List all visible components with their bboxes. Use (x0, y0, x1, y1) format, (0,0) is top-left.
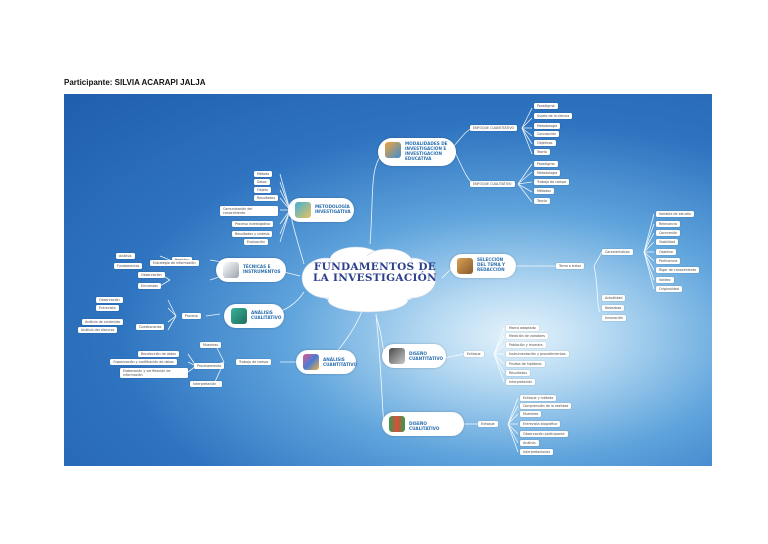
analisis-cual-item[interactable]: Análisis del discurso (78, 327, 118, 333)
people-icon (385, 142, 401, 158)
diseno-cual-item[interactable]: Análisis (520, 440, 539, 446)
metodologia-item[interactable]: Método (254, 171, 273, 177)
metodologia-item[interactable]: Evaluación (244, 239, 268, 245)
diseno-cuant-item[interactable]: Instrumentación y procedimientos (506, 351, 569, 357)
tema-item[interactable]: Relevancia (656, 221, 680, 227)
branch-diseno-cuantitativo[interactable]: DISEÑO CUANTITATIVO (382, 344, 446, 368)
cualitativo-item[interactable]: Metodología (534, 170, 561, 176)
branch-analisis-cualitativo[interactable]: ANÁLISIS CUALITATIVO (224, 304, 284, 328)
central-cloud (296, 244, 442, 314)
metodologia-item[interactable]: Datos (254, 179, 270, 185)
metodologia-item[interactable]: Comunicación del conocimiento (220, 206, 278, 217)
tema-item[interactable]: Pertinencia (656, 258, 681, 264)
label-enfoque-cuant[interactable]: Enfoque (464, 351, 484, 357)
cuantitativo-item[interactable]: Paradigma (534, 103, 558, 109)
cuantitativo-item[interactable]: Teoría (534, 149, 550, 155)
analisis-cual-item[interactable]: Entrevista (96, 305, 119, 311)
branch-metodologia[interactable]: METODOLOGÍA INVESTIGATIVA (288, 198, 354, 222)
label-muestras[interactable]: Muestras (200, 342, 222, 348)
metodologia-item[interactable]: Proceso investigativo (232, 221, 274, 227)
book-icon (457, 258, 473, 274)
participant-label: Participante: SILVIA ACARAPI JALJA (64, 78, 206, 87)
branch-tecnicas-label: TÉCNICAS E INSTRUMENTOS (243, 264, 281, 274)
tema-item[interactable]: Variable de estudio (656, 211, 694, 217)
analisis-cuant-item[interactable]: Interpretación (190, 381, 220, 387)
gears-icon (295, 202, 311, 218)
branch-diseno-cualitativo[interactable]: DISEÑO CUALITATIVO (382, 412, 464, 436)
group-icon (389, 416, 405, 432)
branch-seleccion[interactable]: SELECCIÓN DEL TEMA Y REDACCIÓN (450, 254, 516, 278)
cualitativo-item[interactable]: Métodos (534, 188, 555, 194)
central-title: FUNDAMENTOS DE LA INVESTIGACIÓN (312, 261, 438, 284)
analisis-cuant-item[interactable]: Recolección de datos (138, 351, 179, 357)
diseno-cual-item[interactable]: Muestreo (520, 411, 542, 417)
tema-item[interactable]: Rigor de conocimiento (656, 267, 700, 273)
cualitativo-item[interactable]: Paradigma (534, 161, 558, 167)
branch-tecnicas[interactable]: TÉCNICAS E INSTRUMENTOS (216, 258, 286, 282)
notebook-icon (389, 348, 405, 364)
cuantitativo-item[interactable]: Metodología (534, 123, 561, 129)
tecnicas-item[interactable]: Cuestionarios (136, 324, 165, 330)
analisis-cuant-item[interactable]: Elaboración y verificación de informació… (120, 368, 188, 379)
diseno-cuant-item[interactable]: Interpretación (506, 379, 536, 385)
tema-item[interactable]: Concreción (656, 230, 681, 236)
branch-analisis-cual-label: ANÁLISIS CUALITATIVO (251, 310, 282, 320)
diseno-cuant-item[interactable]: Marco adaptado (506, 325, 539, 331)
tools-icon (223, 262, 239, 278)
branch-seleccion-label: SELECCIÓN DEL TEMA Y REDACCIÓN (477, 257, 506, 272)
analisis-cual-item[interactable]: Análisis de contenido (82, 319, 124, 325)
tema-extra-item[interactable]: Actualidad (602, 295, 626, 301)
branch-metodologia-label: METODOLOGÍA INVESTIGATIVA (315, 204, 351, 214)
cuantitativo-item[interactable]: Concepción (534, 131, 560, 137)
analisis-cuant-item[interactable]: Organización y codificación de datos (110, 359, 177, 365)
tema-extra-item[interactable]: Novedoso (602, 305, 625, 311)
metodologia-item[interactable]: Objeto (254, 187, 271, 193)
analisis-cual-item[interactable]: Observación (96, 297, 123, 303)
mind-map: FUNDAMENTOS DE LA INVESTIGACIÓN MODALIDA… (64, 94, 712, 466)
label-enfoque-cualitativo[interactable]: ENFOQUE CUALITATIVO (470, 181, 515, 187)
branch-diseno-cual-label: DISEÑO CUALITATIVO (409, 421, 440, 431)
diseno-cuant-item[interactable]: Población y muestra (506, 342, 546, 348)
tecnicas-item[interactable]: Estrategia de información (150, 260, 199, 266)
tema-item[interactable]: Originalidad (656, 286, 683, 292)
tecnicas-item[interactable]: Encuestas (138, 283, 161, 289)
label-enfoque-cuantitativo[interactable]: ENFOQUE CUANTITATIVO (470, 125, 518, 131)
cualitativo-item[interactable]: Trabajo de campo (534, 179, 570, 185)
diseno-cual-item[interactable]: Entrevista biográfica (520, 421, 561, 427)
tema-item[interactable]: Viabilidad (656, 239, 679, 245)
label-caracteristicas[interactable]: Características (602, 249, 633, 255)
diseno-cual-item[interactable]: Interpretaciones (520, 449, 554, 455)
branch-analisis-cuantitativo[interactable]: ANÁLISIS CUANTITATIVO (296, 350, 358, 374)
branch-analisis-cuant-label: ANÁLISIS CUANTITATIVO (323, 357, 358, 367)
branch-diseno-cuant-label: DISEÑO CUANTITATIVO (409, 351, 444, 361)
diseno-cual-item[interactable]: Enfoque y método (520, 395, 557, 401)
label-enfoque-cual[interactable]: Enfoque (478, 421, 498, 427)
tecnicas-item[interactable]: Observación (138, 272, 165, 278)
metodologia-item[interactable]: Resultados y sintesis (232, 231, 273, 237)
diseno-cual-item[interactable]: Observación participante (520, 431, 568, 437)
tecnicas-item[interactable]: Análisis (116, 253, 135, 259)
branch-modalidades[interactable]: MODALIDADES DE INVESTIGACIÓN E INVESTIGA… (378, 138, 456, 166)
diseno-cuant-item[interactable]: Resultados (506, 370, 531, 376)
tema-extra-item[interactable]: Innovación (602, 315, 626, 321)
document-icon (231, 308, 247, 324)
diseno-cuant-item[interactable]: Prueba de hipótesis (506, 361, 545, 367)
label-tema[interactable]: Tema a tratar (556, 263, 585, 269)
label-procesamiento[interactable]: Procesamiento (194, 363, 225, 369)
tema-item[interactable]: Objetivo (656, 249, 676, 255)
diseno-cual-item[interactable]: Comprensión de la realidad (520, 403, 572, 409)
chart-icon (303, 354, 319, 370)
label-proceso[interactable]: Proceso (182, 313, 201, 319)
label-trabajo-campo[interactable]: Trabajo de campo (236, 359, 272, 365)
cualitativo-item[interactable]: Teoría (534, 198, 550, 204)
tecnicas-item[interactable]: Fundamentos (114, 263, 143, 269)
cuantitativo-item[interactable]: Objetivos (534, 140, 556, 146)
diseno-cuant-item[interactable]: Medición de variables (506, 333, 548, 339)
branch-modalidades-label: MODALIDADES DE INVESTIGACIÓN E INVESTIGA… (405, 141, 448, 161)
cuantitativo-item[interactable]: Sujeto de la ciencia (534, 113, 573, 119)
metodologia-item[interactable]: Resultados (254, 195, 279, 201)
tema-item[interactable]: Validez (656, 277, 674, 283)
